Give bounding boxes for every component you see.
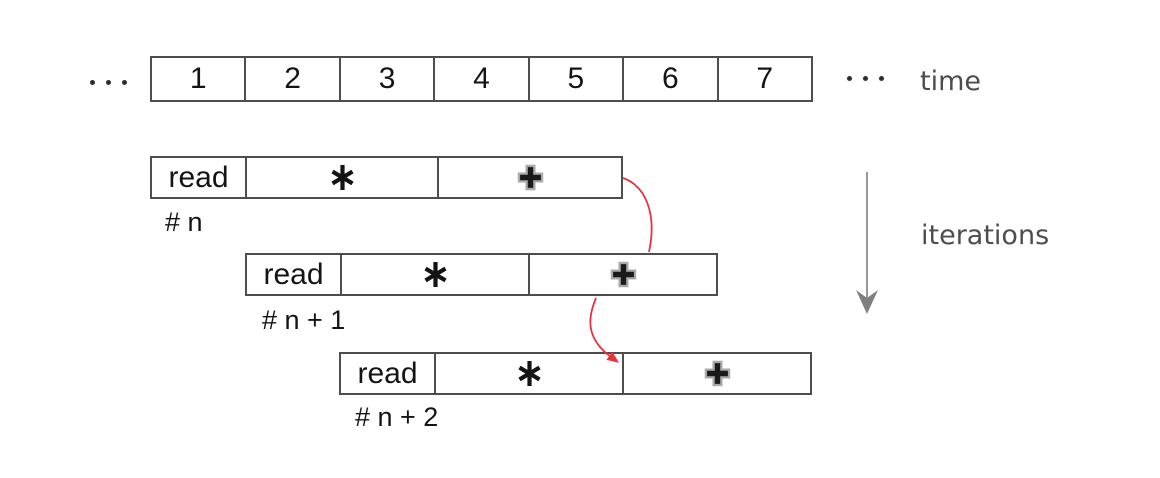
add-stage-cell [437, 158, 621, 197]
read-stage-cell: read [357, 356, 418, 390]
ellipsis-dot [847, 76, 852, 81]
plus-icon [517, 164, 543, 191]
timeline-cell-7: 7 [716, 58, 811, 100]
ellipsis-right [847, 76, 884, 81]
timeline-cell-5: 5 [527, 58, 622, 100]
asterisk-icon [517, 361, 541, 386]
asterisk-icon [423, 262, 447, 287]
dependency-arrow-n1-to-n2 [589, 297, 620, 363]
iterations-label: iterations [921, 220, 1050, 251]
multiply-stage-cell [245, 158, 437, 197]
timeline-cell-2: 2 [244, 58, 338, 100]
iteration-row-n1: read [245, 253, 718, 296]
plus-icon [610, 261, 636, 288]
ellipsis-dot [90, 80, 95, 85]
iteration-row-n: read [150, 156, 623, 199]
timeline-cell-4: 4 [433, 58, 527, 100]
multiply-stage-cell [340, 255, 528, 294]
add-stage-cell [622, 354, 810, 393]
ellipsis-dot [879, 76, 884, 81]
timeline-cell-6: 6 [622, 58, 716, 100]
plus-icon [704, 360, 730, 387]
ellipsis-dot [106, 80, 111, 85]
read-stage-cell: read [263, 257, 324, 291]
multiply-stage-cell [434, 354, 622, 393]
iteration-label-n2: # n + 2 [355, 402, 439, 432]
add-stage-cell [528, 255, 716, 294]
iteration-row-n2: read [339, 352, 812, 395]
time-label: time [920, 66, 982, 97]
ellipsis-left [90, 80, 127, 85]
iteration-label-n: # n [165, 207, 203, 237]
timeline-cell-1: 1 [189, 62, 207, 95]
read-stage-cell: read [168, 160, 229, 194]
ellipsis-dot [863, 76, 868, 81]
timeline-row: 1 2 3 4 5 6 7 [150, 56, 813, 102]
ellipsis-dot [122, 80, 127, 85]
asterisk-icon [330, 165, 354, 190]
iteration-label-n1: # n + 1 [262, 305, 346, 335]
dependency-arc-n-to-n1 [622, 177, 653, 253]
timeline-cell-3: 3 [338, 58, 433, 100]
iterations-axis-arrowhead [856, 290, 878, 314]
